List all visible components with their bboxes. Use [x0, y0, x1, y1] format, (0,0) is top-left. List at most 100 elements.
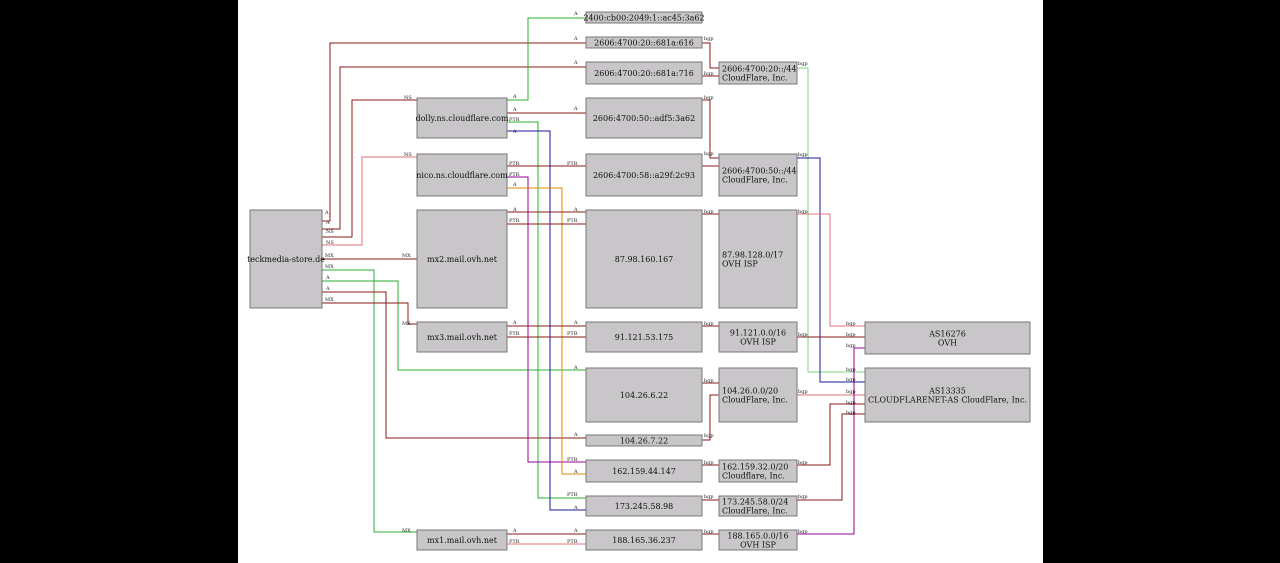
edge-domain-ns-dolly: [322, 99, 417, 238]
edge-domain-mx-mx2-label-end: MX: [402, 253, 411, 259]
ip-node-4-label-1: 104.26.7.22: [620, 437, 668, 446]
edge-v6c-bgp-label: bgp: [704, 71, 714, 77]
ip-node-5: 162.159.44.147: [585, 459, 703, 483]
ip-node-6-label-1: 173.245.58.98: [615, 502, 674, 511]
mail-server-node-mx1-label-1: mx1.mail.ovh.net: [427, 536, 498, 545]
edge-pfx4-as1-label: bgp: [798, 332, 808, 338]
nameserver-node-nico-label-1: nico.ns.cloudflare.com: [416, 171, 508, 180]
edge-dolly-a-ip6-label-end: A: [573, 505, 578, 511]
edge-domain-a-v6c: [322, 66, 586, 230]
edge-mx2-ptr-ip1-label: PTR: [509, 218, 520, 224]
prefix-node-1-label-1: 2606:4700:20::/44: [722, 65, 797, 74]
edge-domain-a-ip4-label-end: A: [573, 432, 578, 438]
edge-ip7-bgp-label: bgp: [704, 529, 714, 535]
edge-pfx1-as2: [797, 67, 865, 373]
edge-ip4-bgp: [702, 394, 719, 441]
edge-ip3-bgp-label: bgp: [704, 378, 714, 384]
ip-node-v6e: 2606:4700:58::a29f:2c93: [585, 153, 703, 197]
ip-node-v6b-label-1: 2606:4700:20::681a:616: [594, 39, 694, 48]
edge-domain-a-v6b-label-end: A: [573, 36, 578, 42]
ip-node-6: 173.245.58.98: [585, 495, 703, 517]
edge-pfx3-as1: [797, 213, 865, 327]
ip-node-v6d-label-1: 2606:4700:50::adf5:3a62: [593, 114, 695, 123]
edge-domain-a-v6c-label-end: A: [573, 60, 578, 66]
edge-mx3-a-ip2-label-end: A: [573, 320, 578, 326]
prefix-node-8-label-2: OVH ISP: [740, 541, 776, 550]
edge-pfx5-as2-label: bgp: [798, 389, 808, 395]
edge-mx1-ptr-ip7-label: PTR: [509, 539, 520, 545]
ip-node-v6b: 2606:4700:20::681a:616: [585, 36, 703, 49]
edge-pfx8-as1-label-end: bgp: [846, 343, 856, 349]
edge-dolly-ptr: [507, 121, 586, 499]
edge-mx3-ptr-ip2-label-end: PTR: [567, 331, 578, 337]
edge-mx2-a-ip1-label-end: A: [573, 207, 578, 213]
edge-mx1-a-ip7-label: A: [512, 528, 517, 534]
edge-dolly-a-v6a: [507, 17, 586, 101]
edge-dolly-ptr-label: PTR: [509, 117, 520, 123]
edge-pfx3-as1-label-end: bgp: [846, 321, 856, 327]
edge-v6d-bgp-label: bgp: [704, 95, 714, 101]
ip-node-v6c-label-1: 2606:4700:20::681a:716: [594, 69, 694, 78]
ip-node-4: 104.26.7.22: [585, 434, 703, 447]
prefix-node-4-label-2: OVH ISP: [740, 338, 776, 347]
nameserver-node-dolly-label-1: dolly.ns.cloudflare.com: [415, 114, 508, 123]
edge-mx3-a-ip2-label: A: [512, 320, 517, 326]
ip-node-7: 188.165.36.237: [585, 529, 703, 551]
edges-layer: [322, 17, 865, 545]
nameserver-node-dolly: dolly.ns.cloudflare.com: [415, 97, 509, 139]
as-node-ovh-label-2: OVH: [938, 339, 957, 348]
edge-pfx6-as2-label-end: bgp: [846, 400, 856, 406]
ip-node-v6d: 2606:4700:50::adf5:3a62: [585, 97, 703, 139]
edge-domain-a-ip3: [322, 280, 586, 371]
ip-node-v6e-label-1: 2606:4700:58::a29f:2c93: [593, 171, 695, 180]
edge-ip4-bgp-label: bgp: [704, 433, 714, 439]
edge-domain-mx-mx1: [322, 269, 417, 533]
edge-pfx7-as2: [797, 413, 865, 501]
ip-node-2: 91.121.53.175: [585, 321, 703, 353]
ip-node-7-label-1: 188.165.36.237: [612, 536, 676, 545]
edge-mx1-a-ip7-label-end: A: [573, 528, 578, 534]
prefix-node-3-label-1: 87.98.128.0/17: [722, 251, 783, 260]
edge-nico-a-ip5-label-end: A: [573, 469, 578, 475]
edge-ip6-bgp-label: bgp: [704, 494, 714, 500]
edge-domain-a-ip3-label: A: [325, 275, 330, 281]
ip-node-2-label-1: 91.121.53.175: [615, 333, 674, 342]
prefix-node-7-label-1: 173.245.58.0/24: [722, 498, 788, 507]
mail-server-node-mx3-label-1: mx3.mail.ovh.net: [427, 333, 498, 342]
edge-mx1-ptr-ip7-label-end: PTR: [567, 539, 578, 545]
prefix-node-6-label-2: Cloudflare, Inc.: [722, 472, 785, 481]
edge-nico-ptr-ip5-label-end: PTR: [567, 457, 578, 463]
edge-pfx2-as2: [797, 157, 865, 383]
mail-server-node-mx1: mx1.mail.ovh.net: [416, 529, 508, 551]
ip-node-3-label-1: 104.26.6.22: [620, 391, 668, 400]
ip-node-5-label-1: 162.159.44.147: [612, 467, 676, 476]
edge-v6d-bgp: [702, 99, 719, 159]
edge-domain-ns-dolly-label-end: NS: [404, 95, 412, 101]
edge-domain-mx-mx1-label: MX: [325, 264, 334, 270]
edge-pfx5-as2-label-end: bgp: [846, 389, 856, 395]
edge-v6b-bgp-label: bgp: [704, 36, 714, 42]
mail-server-node-mx3: mx3.mail.ovh.net: [416, 321, 508, 353]
edge-ip2-bgp-label: bgp: [704, 321, 714, 327]
ip-node-v6c: 2606:4700:20::681a:716: [585, 61, 703, 85]
domain-node-label-1: teckmedia-store.de: [247, 255, 325, 264]
ip-node-1: 87.98.160.167: [585, 209, 703, 309]
edge-pfx6-as2-label: bgp: [798, 460, 808, 466]
edge-nico-ptr-ip5-label: PTR: [509, 172, 520, 178]
edge-v6e-bgp-label: bgp: [704, 151, 714, 157]
edge-domain-ns-nico-label-end: NS: [404, 152, 412, 158]
prefix-node-2-label-2: CloudFlare, Inc.: [722, 176, 788, 185]
edge-dolly-a-ip6: [507, 130, 586, 511]
prefix-node-5-label-1: 104.26.0.0/20: [722, 387, 778, 396]
edge-dolly-a-v6a-label: A: [512, 94, 517, 100]
edge-domain-a-v6b: [322, 42, 586, 222]
edge-domain-mx-mx2-label: MX: [325, 253, 334, 259]
prefix-node-2-label-1: 2606:4700:50::/44: [722, 167, 797, 176]
mail-server-node-mx2: mx2.mail.ovh.net: [416, 209, 508, 309]
edge-pfx2-as2-label: bgp: [798, 152, 808, 158]
edge-pfx7-as2-label-end: bgp: [846, 410, 856, 416]
edge-dolly-ptr-label-end: PTR: [567, 492, 578, 498]
